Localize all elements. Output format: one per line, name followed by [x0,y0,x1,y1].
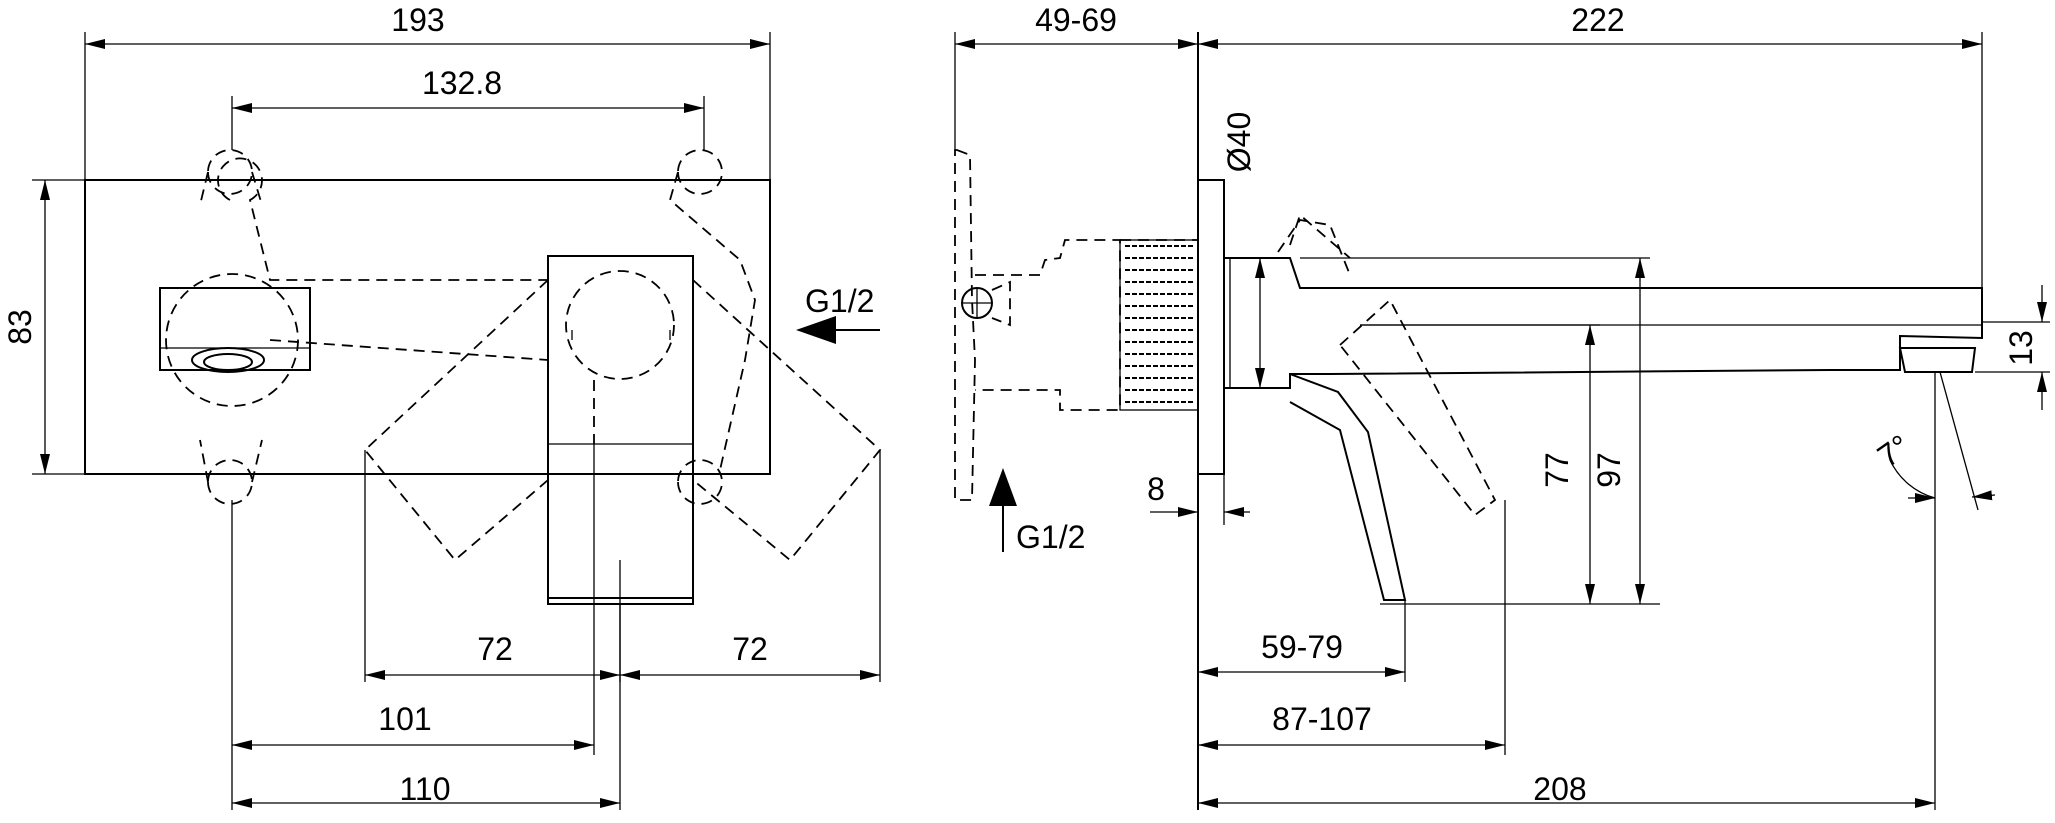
side-view: 49-69 222 Ø40 8 G1/2 77 97 13 [954,2,2050,810]
front-view: 193 132.8 83 G1/2 72 72 101 110 [2,2,882,810]
threaded-section [1119,239,1199,411]
dim-height: 83 [2,309,38,345]
dim-height-97: 97 [1591,452,1627,488]
inlet-label-side: G1/2 [1016,519,1085,555]
dim-diameter: Ø40 [1221,112,1257,172]
inlet-label-front: G1/2 [805,283,874,319]
dim-outlet: 13 [2003,330,2039,366]
dim-handle-span: 132.8 [422,65,502,101]
dim-height-77: 77 [1539,452,1575,488]
dim-rot-right: 72 [732,631,768,667]
spout-outlet [159,287,311,371]
aerator [191,347,265,373]
dim-width: 193 [391,2,444,38]
dim-lever-reach: 59-79 [1261,629,1343,665]
dim-110: 110 [399,771,450,807]
wall-plate [84,179,771,475]
spout-body [1224,257,1983,389]
dim-wall-range: 49-69 [1035,2,1117,38]
dim-rosette: 8 [1147,471,1165,507]
dim-lever-reach-2: 87-107 [1272,701,1372,737]
dim-angle: 7° [1871,427,1917,474]
lever [1289,373,1407,601]
dim-projection: 208 [1533,771,1586,807]
dim-spout-length: 222 [1571,2,1624,38]
dim-101: 101 [378,701,431,737]
lever-body [547,255,694,605]
rosette [1197,179,1225,475]
dim-rot-left: 72 [477,631,513,667]
